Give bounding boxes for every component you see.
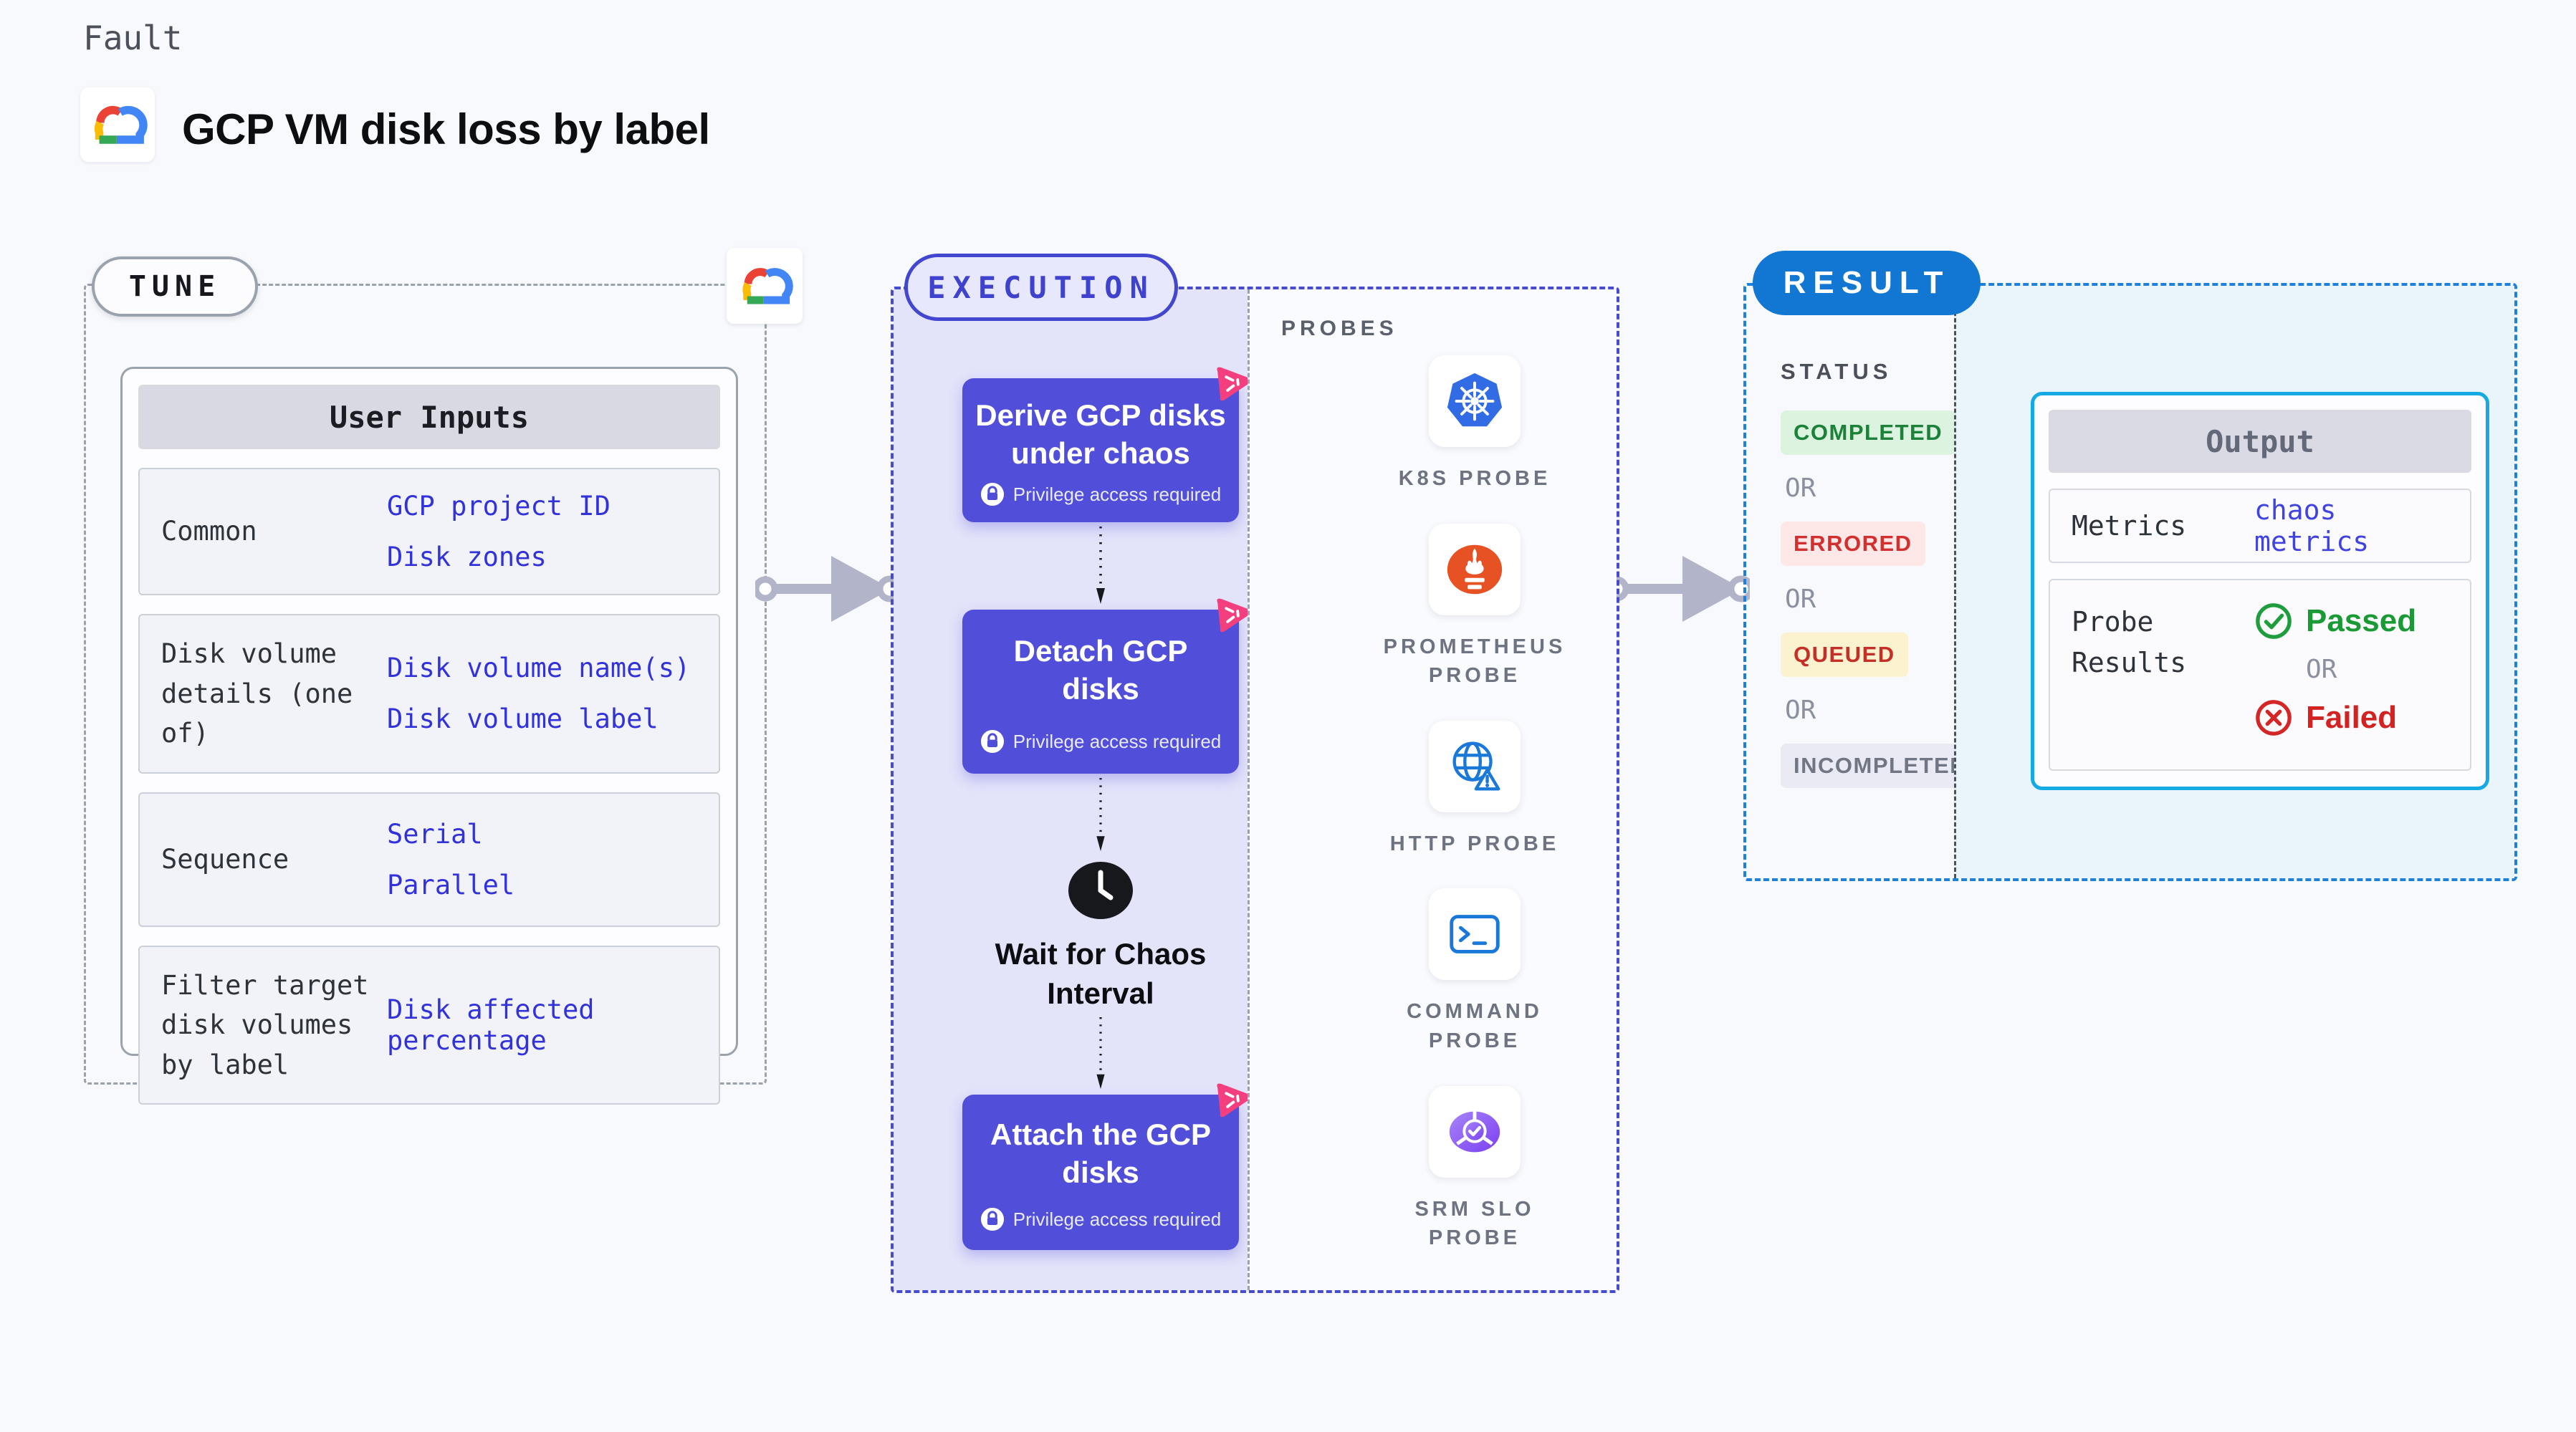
prometheus-icon	[1447, 544, 1503, 594]
x-circle-icon	[2256, 700, 2292, 736]
step-title: Attach the GCP disks	[990, 1118, 1212, 1189]
privilege-note-text: Privilege access required	[1012, 730, 1222, 752]
step-detach-gcp-disks: Detach GCP disks Privilege access requir…	[962, 610, 1239, 774]
output-card: Output Metrics chaos metrics Probe Resul…	[2031, 392, 2489, 790]
metrics-value: chaos metrics	[2254, 494, 2370, 557]
step-title: Derive GCP disks under chaos	[975, 398, 1226, 470]
page-title: GCP VM disk loss by label	[182, 105, 710, 153]
output-region: Output Metrics chaos metrics Probe Resul…	[1954, 286, 2514, 878]
probe-http: HTTP PROBE	[1389, 720, 1560, 859]
privilege-note-text: Privilege access required	[1012, 1208, 1222, 1230]
table-row: Filter target disk volumes by label Disk…	[138, 945, 720, 1105]
row-value: GCP project ID	[387, 491, 611, 522]
status-title: STATUS	[1781, 359, 1892, 384]
gcp-cloud-icon	[736, 262, 793, 309]
row-value: Disk volume name(s)	[387, 653, 691, 684]
clock-icon	[1068, 862, 1133, 919]
probe-label: PROMETHEUS PROBE	[1383, 635, 1566, 688]
probe-k8s: K8S PROBE	[1399, 355, 1551, 494]
table-row: Sequence Serial Parallel	[138, 792, 720, 927]
step-title: Detach GCP disks	[1013, 634, 1188, 706]
row-label: Sequence	[161, 843, 289, 875]
execution-badge: EXECUTION	[904, 254, 1178, 321]
flow-arrow-icon	[1096, 527, 1106, 605]
privilege-note: Privilege access required	[974, 729, 1227, 754]
step-attach-gcp-disks: Attach the GCP disks Privilege access re…	[962, 1095, 1239, 1251]
row-value: Serial	[387, 818, 483, 850]
probe-tile	[1428, 720, 1521, 812]
or-separator: OR	[2306, 655, 2337, 684]
row-label: Disk volume details (one of)	[161, 638, 353, 749]
status-badge-queued: QUEUED	[1781, 633, 1908, 677]
status-badge-errored: ERRORED	[1781, 522, 1925, 566]
probes-panel: PROBES	[1248, 289, 1617, 1290]
row-value: Disk volume label	[387, 703, 659, 735]
passed-label: Passed	[2306, 603, 2417, 638]
or-separator: OR	[1785, 474, 1816, 503]
row-value: Disk zones	[387, 542, 547, 572]
arrow-execution-to-result	[1607, 544, 1750, 633]
probe-prometheus: PROMETHEUS PROBE	[1383, 523, 1566, 691]
or-separator: OR	[1785, 696, 1816, 725]
gcp-logo-corner	[727, 248, 803, 324]
privilege-note: Privilege access required	[974, 482, 1227, 506]
arrow-tune-to-execution	[755, 544, 899, 633]
http-globe-icon	[1452, 741, 1500, 791]
tune-badge: TUNE	[92, 256, 258, 317]
srm-slo-icon	[1449, 1110, 1500, 1152]
status-badge-completed: COMPLETED	[1781, 410, 1956, 455]
probes-title: PROBES	[1281, 317, 1398, 340]
privilege-note: Privilege access required	[974, 1207, 1227, 1231]
step-derive-gcp-disks: Derive GCP disks under chaos Privilege a…	[962, 378, 1239, 522]
row-label: Common	[161, 516, 257, 547]
or-separator: OR	[1785, 585, 1816, 614]
execution-flow-panel: Derive GCP disks under chaos Privilege a…	[894, 289, 1248, 1290]
table-row: Common GCP project ID Disk zones	[138, 468, 720, 595]
probe-command: COMMAND PROBE	[1384, 888, 1566, 1055]
user-inputs-header: User Inputs	[138, 385, 720, 449]
probe-results-label: Probe Results	[2072, 606, 2187, 678]
lock-icon	[980, 482, 1005, 506]
probe-label: COMMAND PROBE	[1407, 1000, 1543, 1052]
probe-results-row: Probe Results Passed OR	[2049, 579, 2471, 771]
flow-arrow-icon	[1096, 778, 1106, 852]
user-inputs-table: User Inputs Common GCP project ID Disk z…	[120, 367, 738, 1105]
wait-step	[1066, 860, 1135, 925]
execution-section: Derive GCP disks under chaos Privilege a…	[891, 287, 1619, 1293]
metrics-label: Metrics	[2072, 509, 2187, 542]
lock-icon	[980, 1207, 1005, 1231]
probe-tile	[1429, 888, 1521, 981]
lock-icon	[980, 729, 1005, 754]
probe-tile	[1428, 355, 1521, 447]
probe-srm-slo: SRM SLO PROBE	[1384, 1085, 1566, 1253]
gcp-cloud-icon	[87, 100, 148, 150]
row-label: Filter target disk volumes by label	[161, 969, 369, 1080]
gcp-logo	[80, 87, 155, 162]
command-terminal-icon	[1450, 915, 1500, 954]
fault-kicker: Fault	[83, 19, 183, 57]
privilege-note-text: Privilege access required	[1012, 483, 1222, 505]
metrics-row: Metrics chaos metrics	[2049, 489, 2471, 563]
wait-step-label: Wait for Chaos Interval	[995, 937, 1207, 1010]
failed-label: Failed	[2306, 700, 2398, 735]
probe-label: K8S PROBE	[1398, 467, 1551, 490]
output-header: Output	[2049, 410, 2471, 473]
probe-label: HTTP PROBE	[1389, 832, 1560, 855]
check-circle-icon	[2256, 603, 2292, 639]
kubernetes-icon	[1447, 373, 1503, 427]
status-badge-incompleted: INCOMPLETED	[1781, 744, 1981, 788]
probe-tile	[1429, 1085, 1521, 1178]
result-section: STATUS COMPLETED OR ERRORED OR QUEUED OR…	[1743, 283, 2517, 881]
flow-arrow-icon	[1096, 1017, 1106, 1090]
row-value: Disk affected percentage	[387, 994, 595, 1056]
row-value: Parallel	[387, 869, 515, 900]
probe-tile	[1429, 523, 1521, 615]
table-row: Disk volume details (one of) Disk volume…	[138, 614, 720, 774]
result-badge: RESULT	[1753, 251, 1981, 315]
status-column: STATUS COMPLETED OR ERRORED OR QUEUED OR…	[1746, 286, 1981, 878]
probe-label: SRM SLO PROBE	[1414, 1197, 1535, 1250]
